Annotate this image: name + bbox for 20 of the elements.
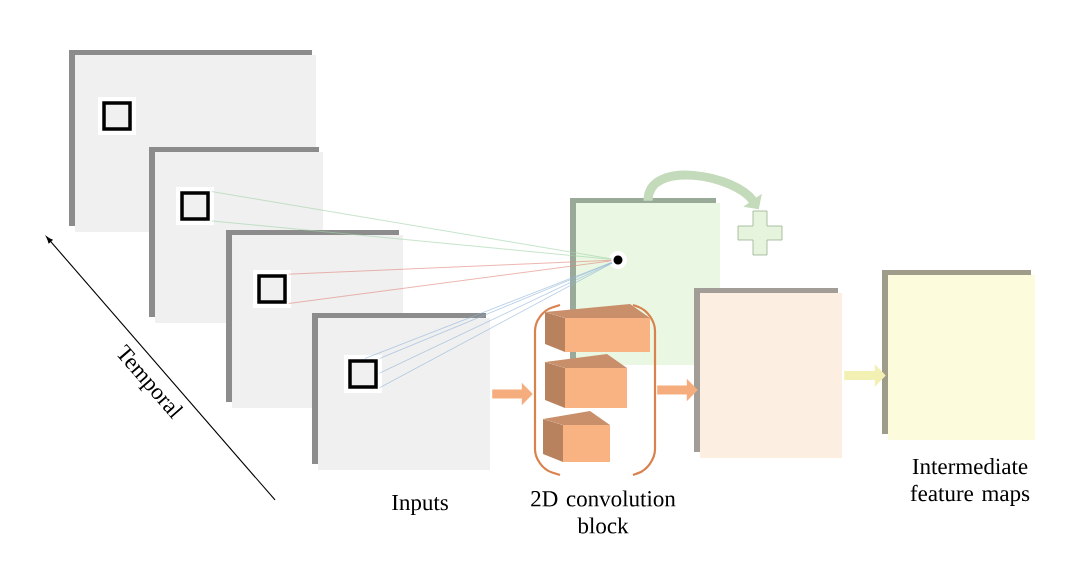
kernel-window bbox=[253, 270, 291, 308]
feature-map-panel bbox=[882, 270, 1035, 440]
caption-text: Intermediate feature maps bbox=[910, 458, 1030, 506]
connector-line bbox=[211, 220, 612, 260]
connector-line bbox=[288, 260, 612, 304]
cuboid bbox=[545, 354, 627, 408]
kernel-window bbox=[98, 97, 136, 135]
kernel-window bbox=[344, 355, 382, 393]
caption-text: Inputs bbox=[392, 495, 448, 515]
feature-map-panel bbox=[312, 313, 490, 470]
dot bbox=[609, 251, 627, 269]
cuboid bbox=[545, 304, 650, 352]
bracket bbox=[533, 303, 657, 477]
connector-line bbox=[211, 191, 612, 260]
feature-map-panel bbox=[694, 288, 842, 458]
caption-text: 2D convolution block bbox=[531, 490, 676, 534]
plus-sign bbox=[737, 210, 783, 256]
cuboid bbox=[543, 411, 610, 462]
connector-line bbox=[288, 259, 612, 275]
kernel-window bbox=[176, 187, 214, 225]
